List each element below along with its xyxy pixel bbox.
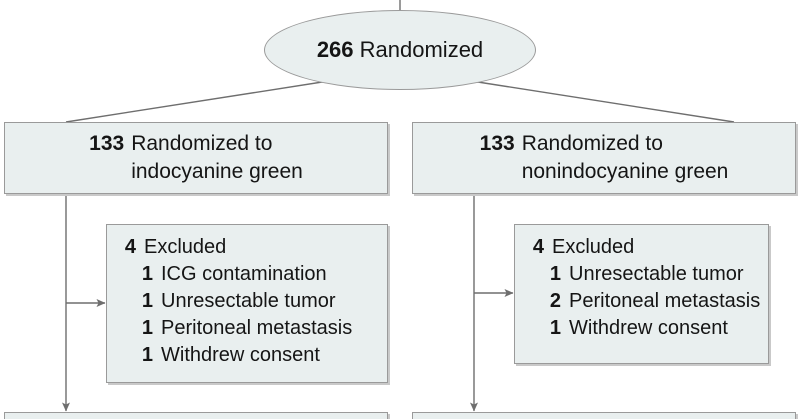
node-allocation-nonindocyanine-green: 133 Randomized to nonindocyanine green (412, 122, 796, 194)
excluded-right-header: 4 Excluded (531, 234, 768, 261)
excluded-left-label: Excluded (144, 236, 227, 258)
excluded-right-reason-count: 1 (549, 317, 561, 339)
allocation-right-line1: Randomized to (521, 132, 663, 155)
excluded-left-reason-label: Withdrew consent (161, 344, 320, 366)
node-excluded-indocyanine-green: 4 Excluded 1 ICG contamination 1 Unresec… (106, 224, 388, 383)
excluded-left-reason: 1 Unresectable tumor (123, 288, 387, 315)
excluded-left-reason-count: 1 (141, 263, 153, 285)
node-allocation-indocyanine-green: 133 Randomized to indocyanine green (4, 122, 388, 194)
randomized-total-number: 266 (316, 37, 354, 62)
randomized-total-text: 266 Randomized (317, 37, 483, 63)
excluded-right-count: 4 (532, 236, 544, 258)
node-next-step-left-partial (4, 412, 388, 419)
excluded-left-count: 4 (124, 236, 136, 258)
excluded-left-header: 4 Excluded (123, 234, 387, 261)
excluded-left-reason-count: 1 (141, 290, 153, 312)
excluded-left-reason: 1 Peritoneal metastasis (123, 315, 387, 342)
excluded-left-reason-label: Unresectable tumor (161, 290, 336, 312)
allocation-right-line2: nonindocyanine green (521, 160, 729, 183)
excluded-left-reason: 1 ICG contamination (123, 261, 387, 288)
node-excluded-nonindocyanine-green: 4 Excluded 1 Unresectable tumor 2 Perito… (514, 224, 769, 364)
excluded-right-reason: 1 Unresectable tumor (531, 261, 768, 288)
excluded-left-reason-label: Peritoneal metastasis (161, 317, 353, 339)
excluded-right-reason-label: Withdrew consent (569, 317, 728, 339)
allocation-right-number: 133 (479, 132, 515, 155)
randomized-total-label: Randomized (359, 37, 484, 62)
node-randomized-total: 266 Randomized (264, 10, 536, 90)
excluded-left-reason-count: 1 (141, 344, 153, 366)
excluded-right-label: Excluded (552, 236, 635, 258)
connector-root-to-right (464, 79, 735, 123)
excluded-right-reason-count: 2 (549, 290, 561, 312)
excluded-left-reason-label: ICG contamination (161, 263, 327, 285)
connector-root-to-left (65, 79, 336, 123)
excluded-right-reason-count: 1 (549, 263, 561, 285)
allocation-left-line2: indocyanine green (131, 160, 303, 183)
excluded-right-reason-label: Peritoneal metastasis (569, 290, 761, 312)
excluded-right-reason-label: Unresectable tumor (569, 263, 744, 285)
node-next-step-right-partial (412, 412, 796, 419)
allocation-left-line1: Randomized to (131, 132, 273, 155)
excluded-right-reason: 1 Withdrew consent (531, 315, 768, 342)
allocation-left-number: 133 (89, 132, 125, 155)
excluded-left-reason-count: 1 (141, 317, 153, 339)
excluded-right-reason: 2 Peritoneal metastasis (531, 288, 768, 315)
excluded-left-reason: 1 Withdrew consent (123, 342, 387, 369)
